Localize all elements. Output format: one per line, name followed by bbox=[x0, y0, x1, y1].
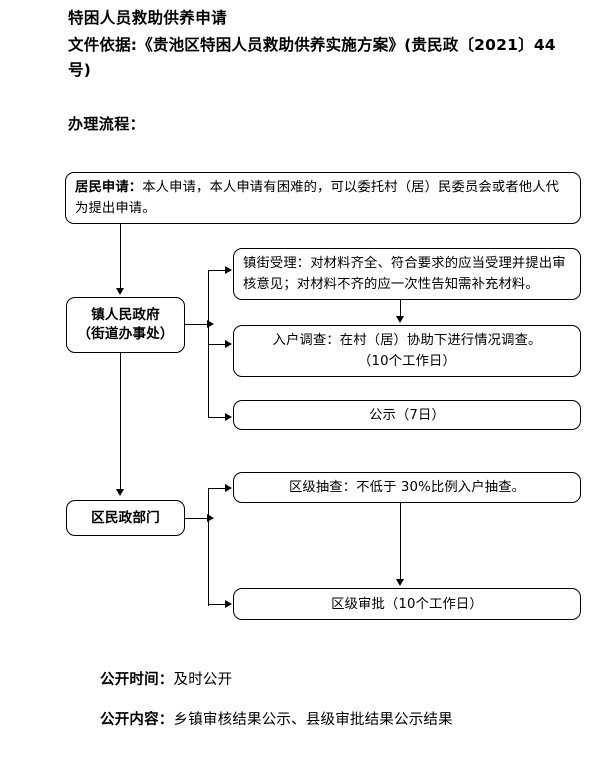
arrowhead-bus-to-publicity bbox=[225, 413, 232, 421]
flow-node-town-government: 镇人民政府 （街道办事处） bbox=[66, 297, 185, 353]
connector-town-to-district bbox=[120, 353, 122, 491]
arrowhead-bus-to-acceptance bbox=[225, 266, 232, 274]
connector-bus-to-approval bbox=[208, 604, 228, 606]
flow-box-home-visit: 入户调查：在村（居）协助下进行情况调查。 （10个工作日） bbox=[233, 325, 581, 377]
connector-bus-to-spot-check bbox=[208, 488, 228, 490]
arrowhead-district-to-bus bbox=[207, 514, 214, 522]
disclosure-time-row: 公开时间：及时公开 bbox=[100, 668, 232, 689]
flow-node-district-civil-affairs: 区民政部门 bbox=[66, 500, 185, 536]
connector-bus-to-publicity bbox=[208, 417, 228, 419]
resident-application-text: 本人申请，本人申请有困难的，可以委托村（居）民委员会或者他人代为提出申请。 bbox=[75, 180, 560, 216]
disclosure-time-value: 及时公开 bbox=[173, 672, 233, 688]
resident-application-label: 居民申请： bbox=[75, 180, 143, 195]
connector-town-to-bus bbox=[185, 324, 209, 326]
disclosure-content-row: 公开内容：乡镇审核结果公示、县级审批结果公示结果 bbox=[100, 708, 453, 729]
town-government-line1: 镇人民政府 bbox=[91, 307, 160, 323]
connector-apply-to-town bbox=[120, 224, 122, 290]
disclosure-content-label: 公开内容： bbox=[100, 712, 174, 728]
flow-box-district-spot-check: 区级抽查：不低于 30%比例入户抽查。 bbox=[233, 472, 581, 503]
connector-spot-check-to-approval bbox=[400, 503, 402, 581]
flow-section-label: 办理流程： bbox=[68, 115, 146, 133]
arrowhead-acceptance-to-home-visit bbox=[396, 316, 404, 323]
district-civil-affairs-label: 区民政部门 bbox=[91, 509, 160, 526]
arrowhead-bus-to-home-visit bbox=[225, 340, 232, 348]
flow-box-publicity: 公示（7日） bbox=[233, 400, 581, 430]
page-title: 特困人员救助供养申请 bbox=[68, 9, 228, 27]
disclosure-time-label: 公开时间： bbox=[100, 672, 174, 688]
flow-box-resident-application: 居民申请：本人申请，本人申请有困难的，可以委托村（居）民委员会或者他人代为提出申… bbox=[65, 172, 581, 224]
bus-district-vertical bbox=[208, 488, 210, 606]
home-visit-line1: 入户调查：在村（居）协助下进行情况调查。 bbox=[272, 333, 542, 348]
flow-box-town-acceptance: 镇街受理：对材料齐全、符合要求的应当受理并提出审核意见；对材料不齐的应一次性告知… bbox=[233, 248, 581, 300]
town-acceptance-text: 镇街受理：对材料齐全、符合要求的应当受理并提出审核意见；对材料不齐的应一次性告知… bbox=[243, 256, 566, 292]
arrowhead-spot-check-to-approval bbox=[396, 579, 404, 586]
flow-box-district-approval: 区级审批（10个工作日） bbox=[233, 588, 581, 620]
connector-bus-to-acceptance bbox=[208, 270, 228, 272]
disclosure-content-value: 乡镇审核结果公示、县级审批结果公示结果 bbox=[173, 712, 453, 728]
home-visit-line2: （10个工作日） bbox=[358, 354, 456, 369]
connector-district-to-bus bbox=[185, 518, 209, 520]
arrowhead-town-to-district bbox=[116, 489, 124, 496]
district-approval-text: 区级审批（10个工作日） bbox=[331, 596, 483, 612]
connector-acceptance-to-home-visit bbox=[400, 300, 402, 318]
town-government-line2: （街道办事处） bbox=[77, 326, 174, 342]
district-spot-check-text: 区级抽查：不低于 30%比例入户抽查。 bbox=[288, 480, 526, 495]
document-basis: 文件依据:《贵池区特困人员救助供养实施方案》(贵民政〔2021〕44 号) bbox=[68, 36, 556, 79]
arrowhead-town-to-bus bbox=[207, 320, 214, 328]
arrowhead-bus-to-approval bbox=[225, 600, 232, 608]
arrowhead-apply-to-town bbox=[116, 288, 124, 295]
connector-bus-to-home-visit bbox=[208, 344, 228, 346]
publicity-text: 公示（7日） bbox=[369, 407, 445, 423]
arrowhead-bus-to-spot-check bbox=[225, 484, 232, 492]
